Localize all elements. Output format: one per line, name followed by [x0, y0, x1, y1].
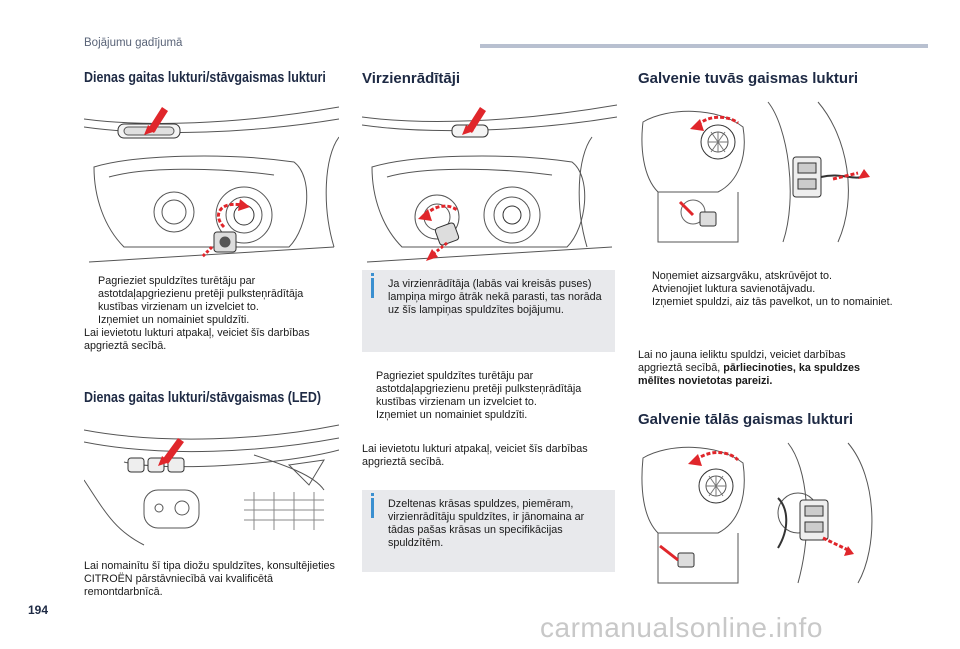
indicator-step-2: Izņemiet un nomainiet spuldzīti. [376, 409, 528, 421]
dipped-step-1: Noņemiet aizsargvāku, atskrūvējot to. [652, 270, 833, 282]
section-header: Bojājumu gadījumā [84, 37, 183, 49]
dipped-step-2: Atvienojiet luktura savienotājvadu. [652, 283, 816, 295]
led-note: Lai nomainītu šī tipa diožu spuldzītes, … [84, 560, 335, 598]
title-main-beam: Galvenie tālās gaismas lukturi [638, 411, 854, 428]
indicator-note: Lai ievietotu lukturi atpakaļ, veiciet š… [362, 443, 588, 468]
info-box-amber-bulbs: Dzeltenas krāsas spuldzes, piemēram, vir… [362, 490, 615, 572]
title-drl: Dienas gaitas lukturi/stāvgaismas luktur… [84, 70, 326, 86]
dipped-beam-note: Lai no jauna ieliktu spuldzi, veiciet da… [638, 349, 861, 387]
watermark: carmanualsonline.info [540, 612, 823, 643]
dipped-beam-instructions: Noņemiet aizsargvāku, atskrūvējot to. At… [638, 270, 893, 309]
figure-indicator [362, 97, 617, 267]
indicator-instructions: Pagrieziet spuldzītes turētāju par astot… [362, 370, 617, 422]
title-dipped-beam: Galvenie tuvās gaismas lukturi [638, 70, 859, 87]
drl-step-1: Pagrieziet spuldzītes turētāju par astot… [98, 275, 304, 313]
figure-dipped-beam [638, 97, 888, 247]
drl-instructions: Pagrieziet spuldzītes turētāju par astot… [84, 275, 339, 353]
figure-main-beam [638, 438, 888, 588]
dipped-step-3: Izņemiet spuldzi, aiz tās pavelkot, un t… [652, 296, 893, 308]
header-bar [480, 44, 928, 48]
figure-drl-led [84, 420, 339, 550]
figure-drl-bulb [84, 97, 339, 267]
drl-note: Lai ievietotu lukturi atpakaļ, veiciet š… [84, 327, 310, 352]
title-indicators: Virzienrādītāji [362, 70, 461, 87]
title-drl-led: Dienas gaitas lukturi/stāvgaismas (LED) [84, 390, 322, 406]
info-icon [371, 493, 374, 518]
indicator-step-1: Pagrieziet spuldzītes turētāju par astot… [376, 370, 582, 408]
info-box-indicator-fault: Ja virzienrādītāja (labās vai kreisās pu… [362, 270, 615, 352]
page-number: 194 [28, 603, 49, 617]
drl-step-2: Izņemiet un nomainiet spuldzīti. [98, 314, 250, 326]
info-icon [371, 273, 374, 298]
